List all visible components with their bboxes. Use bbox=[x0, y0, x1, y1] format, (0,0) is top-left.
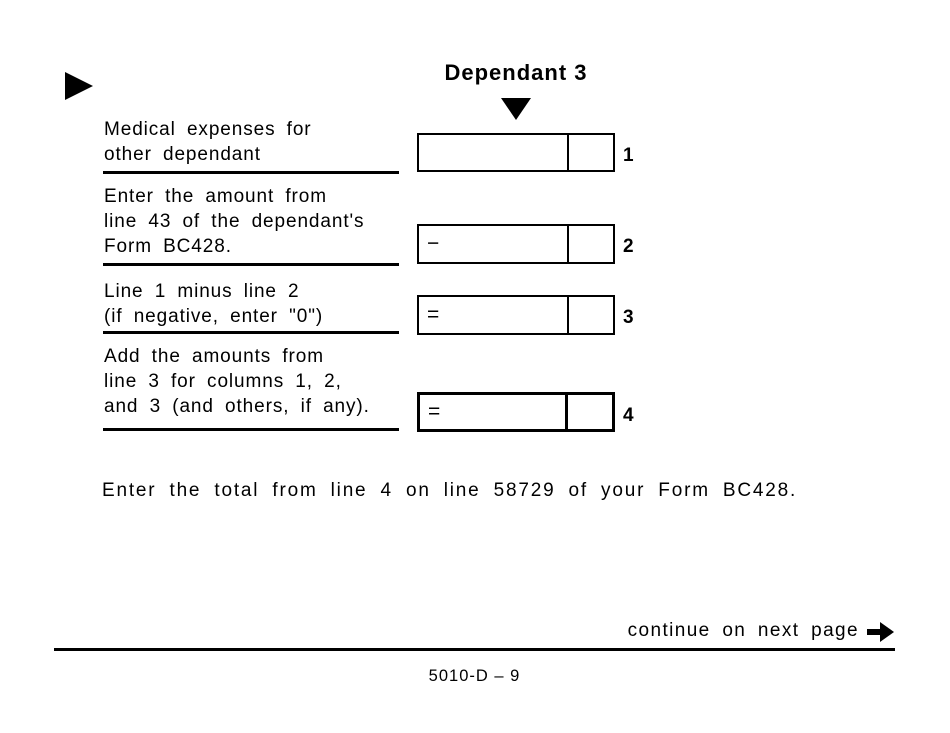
amount-input-box-line-4[interactable]: = bbox=[417, 392, 615, 432]
row-label-line-1: Medical expenses for other dependant bbox=[104, 119, 312, 165]
continue-note: continue on next page bbox=[628, 619, 894, 642]
line-number: 1 bbox=[623, 145, 634, 166]
row-label-line-4: Add the amounts from line 3 for columns … bbox=[104, 346, 370, 417]
cents-cell[interactable] bbox=[567, 135, 613, 170]
label-underline bbox=[103, 428, 399, 431]
amount-input-box-line-3[interactable]: = bbox=[417, 295, 615, 335]
cents-cell[interactable] bbox=[565, 395, 612, 429]
next-page-arrow-icon bbox=[867, 622, 894, 642]
line-number: 2 bbox=[623, 236, 634, 257]
amount-input-box-line-1[interactable] bbox=[417, 133, 615, 172]
minus-sign: − bbox=[427, 232, 440, 255]
line-number: 4 bbox=[623, 405, 634, 426]
label-underline bbox=[103, 331, 399, 334]
cents-cell[interactable] bbox=[567, 297, 613, 333]
column-pointer-down-icon bbox=[501, 98, 531, 120]
row-label-line-3: Line 1 minus line 2 (if negative, enter … bbox=[104, 281, 324, 327]
equals-sign: = bbox=[428, 400, 441, 423]
row-label-line-2: Enter the amount from line 43 of the dep… bbox=[104, 186, 365, 257]
column-header-dependant-3: Dependant 3 bbox=[444, 60, 588, 85]
total-instruction-text: Enter the total from line 4 on line 5872… bbox=[102, 480, 798, 501]
label-underline bbox=[103, 263, 399, 266]
line-number: 3 bbox=[623, 307, 634, 328]
equals-sign: = bbox=[427, 303, 440, 326]
footer-divider bbox=[54, 648, 895, 651]
label-underline bbox=[103, 171, 399, 174]
page-number: 5010-D – 9 bbox=[428, 667, 521, 685]
continue-note-label: continue on next page bbox=[627, 619, 859, 641]
amount-input-box-line-2[interactable]: − bbox=[417, 224, 615, 264]
cents-cell[interactable] bbox=[567, 226, 613, 262]
section-start-marker-icon bbox=[65, 72, 93, 100]
